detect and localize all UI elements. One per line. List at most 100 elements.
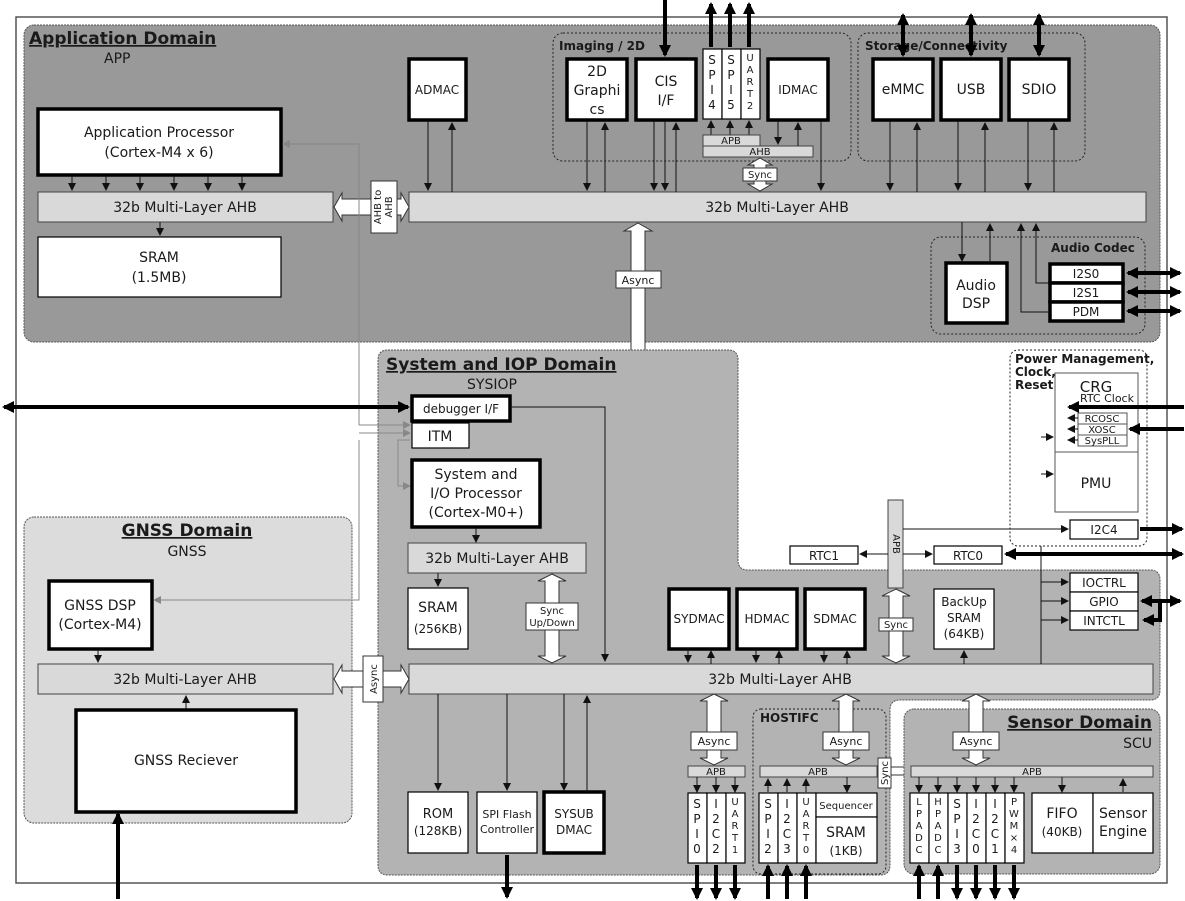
ahb-to-ahb-line2: AHB <box>384 196 395 217</box>
syspll-label: SysPLL <box>1085 436 1120 447</box>
graphics-2d-block <box>565 57 629 122</box>
sdio-block <box>1007 57 1071 122</box>
sysiop-ahb-bus-small-label: 32b Multi-Layer AHB <box>425 551 569 567</box>
svg-text:U: U <box>746 53 753 64</box>
svg-text:U: U <box>731 797 738 808</box>
i2s0-label: I2S0 <box>1073 267 1099 281</box>
svg-text:L: L <box>916 797 922 808</box>
uart1-block: U A R T 1 <box>725 792 746 864</box>
hostifc-apb-bus <box>759 765 878 778</box>
app-sysiop-async-bridge <box>615 270 662 289</box>
audio-dsp-line2: DSP <box>962 296 990 312</box>
rcosc-label: RCOSC <box>1085 414 1120 425</box>
sysiop-domain-title: System and IOP Domain <box>386 355 616 375</box>
application-processor-block <box>36 107 283 177</box>
svg-text:C: C <box>935 845 942 856</box>
spi2-block: S P I 2 <box>758 792 779 864</box>
cis-if-line2: I/F <box>658 93 675 109</box>
svg-text:3: 3 <box>953 842 961 856</box>
sysiop-ahb-bus-main-label: 32b Multi-Layer AHB <box>708 672 852 688</box>
gpio-label: GPIO <box>1089 595 1119 609</box>
app-domain-subtitle: APP <box>104 51 130 67</box>
sysiop-apb-vertical-bus <box>887 499 904 589</box>
hostifc-apb-label: APB <box>808 767 828 778</box>
svg-text:3: 3 <box>783 842 791 856</box>
usb-label: USB <box>957 82 986 98</box>
backup-sram-line2: SRAM <box>947 611 981 625</box>
itm-block <box>411 422 470 449</box>
svg-text:1: 1 <box>991 842 999 856</box>
svg-text:H: H <box>934 797 942 808</box>
svg-text:I: I <box>955 827 959 841</box>
sysub-dmac-line1: SYSUB <box>554 807 594 821</box>
application-processor-core: (Cortex-M4 x 6) <box>104 145 213 161</box>
backup-sram-line1: BackUp <box>941 595 987 609</box>
power-title-line1: Power Management, <box>1015 352 1154 366</box>
app-sram-size: (1.5MB) <box>132 270 187 286</box>
svg-text:C: C <box>712 827 720 841</box>
svg-text:A: A <box>803 809 810 820</box>
imaging-2d-group <box>552 32 852 162</box>
rom-label: ROM <box>423 807 453 822</box>
gnss-ahb-bus <box>37 663 334 695</box>
sensor-engine-block <box>1092 792 1154 854</box>
fifo-block <box>1031 792 1094 854</box>
sensor-engine-line1: Sensor <box>1099 806 1147 822</box>
svg-text:2: 2 <box>764 842 772 856</box>
rtc0-label: RTC0 <box>953 549 983 563</box>
sysiop-sram-label: SRAM <box>418 600 458 616</box>
svg-text:S: S <box>708 53 716 67</box>
hostifc-async-bridge <box>822 731 870 751</box>
sdmac-label: SDMAC <box>813 612 857 626</box>
xosc-label: XOSC <box>1088 425 1115 436</box>
spi4-block: S P I 4 <box>702 48 723 120</box>
svg-text:A: A <box>747 65 754 76</box>
gnss-dsp-line1: GNSS DSP <box>64 598 136 614</box>
intctl-block <box>1069 610 1139 631</box>
hostifc-sensor-sync-label: Sync <box>880 761 891 785</box>
ioctrl-label: IOCTRL <box>1082 576 1126 590</box>
svg-text:P: P <box>693 812 700 826</box>
sensor-engine-line2: Engine <box>1099 824 1147 840</box>
svg-text:0: 0 <box>693 842 701 856</box>
svg-text:2: 2 <box>712 842 720 856</box>
sydmac-block <box>667 587 731 651</box>
sync-updown-bridge <box>525 602 579 631</box>
spi5-block: S P I 5 <box>721 48 742 120</box>
graphics-2d-line2: Graphi <box>574 83 621 99</box>
sdio-label: SDIO <box>1022 82 1057 98</box>
rom-size: (128KB) <box>414 824 462 838</box>
power-title-line3: Reset <box>1015 378 1054 392</box>
imaging-sync-label: Sync <box>748 170 772 181</box>
svg-text:I: I <box>695 827 699 841</box>
rtc1-block <box>789 545 859 565</box>
sysiop-processor-line1: System and <box>435 467 518 483</box>
svg-text:4: 4 <box>708 98 716 112</box>
hpadc-block: H P A D C <box>928 792 949 864</box>
sydmac-label: SYDMAC <box>674 612 725 626</box>
hostifc-title: HOSTIFC <box>760 711 819 725</box>
sysiop-async-left-bridge <box>690 731 738 751</box>
imaging-ahb-label: AHB <box>749 147 770 158</box>
application-domain: Application Domain APP Application Proce… <box>23 0 1182 663</box>
svg-text:D: D <box>915 833 923 844</box>
hostifc-sensor-sync-bridge <box>877 757 892 789</box>
cis-if-block <box>634 57 698 122</box>
svg-text:2: 2 <box>712 812 720 826</box>
sysiop-sram-block <box>407 587 469 650</box>
ahb-to-ahb-line1: AHB to <box>373 190 384 224</box>
uart2-block: U A R T 2 <box>740 48 761 120</box>
audio-codec-group <box>930 236 1146 335</box>
gnss-async-bridge <box>362 655 384 703</box>
svg-text:P: P <box>916 809 922 820</box>
svg-text:4: 4 <box>1011 845 1017 856</box>
app-ahb-bus-main <box>408 191 1147 223</box>
audio-codec-title: Audio Codec <box>1051 241 1135 255</box>
svg-text:T: T <box>746 89 754 100</box>
emmc-label: eMMC <box>882 82 925 98</box>
sysub-dmac-line2: DMAC <box>556 823 592 837</box>
i2c4-label: I2C4 <box>1090 523 1117 537</box>
admac-label: ADMAC <box>415 83 459 97</box>
svg-text:C: C <box>991 827 999 841</box>
